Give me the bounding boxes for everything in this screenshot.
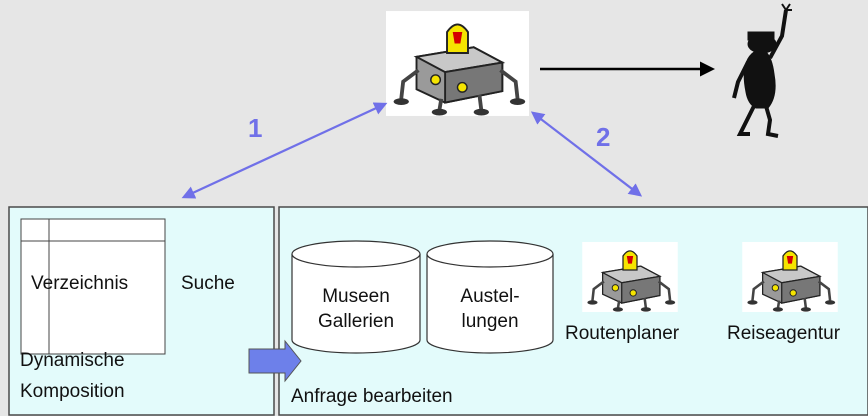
db-exhibitions-line1: Austel- [460,286,520,307]
step2-number: 2 [596,122,611,152]
search-label: Suche [181,273,235,294]
db-exhibitions-line2: lungen [461,310,519,332]
composition-label-line2: Komposition [20,381,125,402]
robot-agent-icon [386,10,529,117]
step1-number: 1 [248,113,263,143]
composition-label-line1: Dynamische [20,350,125,371]
travel-agency-label: Reiseagentur [727,323,841,344]
db-museums-label: Museen Gallerien [292,285,420,334]
block-arrow-icon [248,339,302,383]
db-exhibitions-label: Austel- lungen [427,285,553,334]
step2-arrow [530,111,643,197]
database-cylinder-exhibitions [426,240,554,354]
user-figure-icon [732,3,792,138]
db-museums-line2: Gallerien [317,310,395,332]
directory-label: Verzeichnis [31,273,129,294]
robot-agent-icon [742,242,838,312]
db-museums-line1: Museen [322,286,390,307]
process-request-label: Anfrage bearbeiten [291,386,453,407]
robot-agent-icon [582,242,678,312]
database-cylinder-museums [291,240,421,354]
route-planner-label: Routenplaner [565,323,680,344]
directory-table [20,218,166,355]
step1-arrow [181,102,388,199]
